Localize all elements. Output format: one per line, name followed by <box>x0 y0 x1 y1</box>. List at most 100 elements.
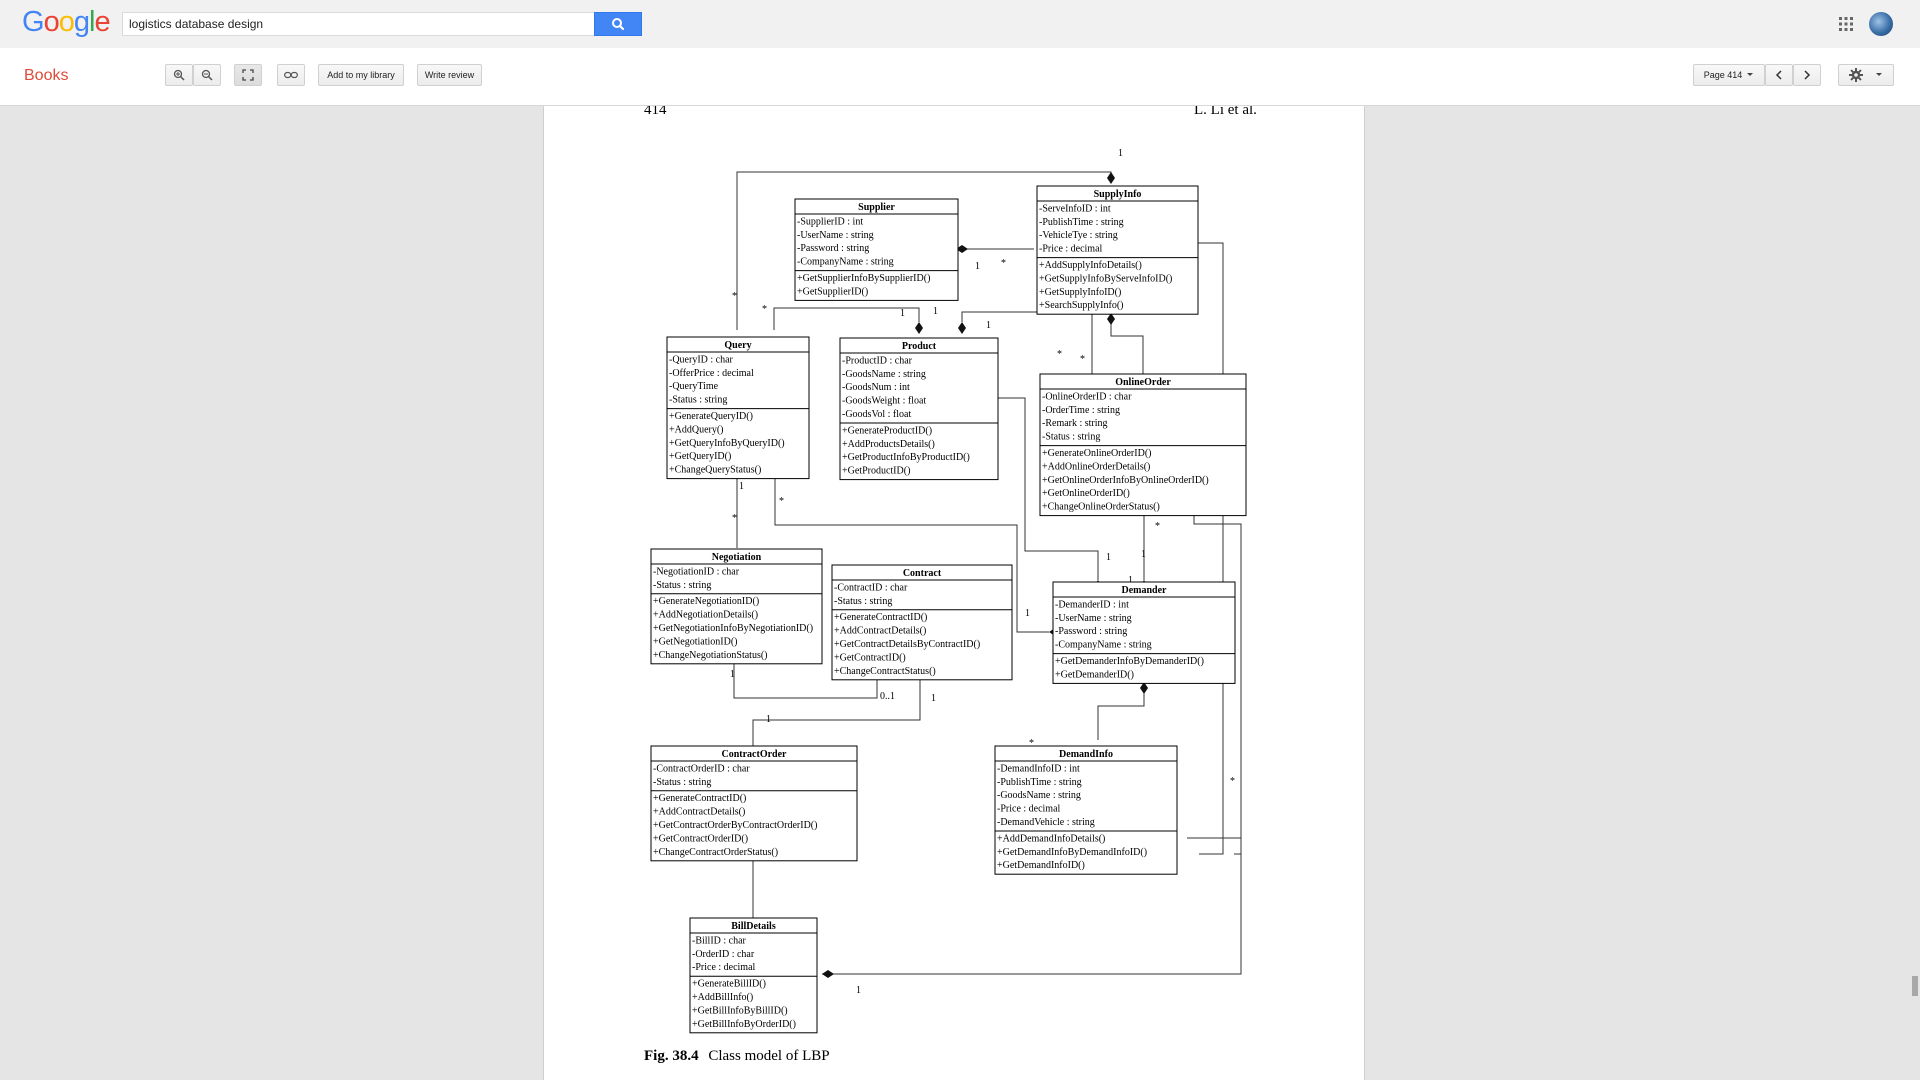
class-box-frame <box>1052 581 1236 684</box>
class-box-contract: Contract-ContractID : char-Status : stri… <box>831 564 1013 681</box>
class-box-onlineorder: OnlineOrder-OnlineOrderID : char-OrderTi… <box>1039 373 1247 517</box>
class-attribute: -Status : string <box>653 580 711 591</box>
zoom-in-icon <box>173 69 185 81</box>
chevron-right-icon <box>1804 70 1811 80</box>
class-attribute: -ServeInfoID : int <box>1039 203 1111 214</box>
fullscreen-icon <box>242 69 254 81</box>
add-to-library-button[interactable]: Add to my library <box>318 64 404 86</box>
multiplicity-label: 1 <box>933 306 938 317</box>
class-attribute: -NegotiationID : char <box>653 566 740 577</box>
caret-down-icon <box>1747 73 1754 76</box>
class-method: +GetNegotiationID() <box>653 636 738 647</box>
write-review-button[interactable]: Write review <box>417 64 482 86</box>
apps-grid-icon[interactable] <box>1839 17 1853 31</box>
class-attribute: -QueryID : char <box>669 354 734 365</box>
class-method: +GetDemanderInfoByDemanderID() <box>1055 656 1204 667</box>
class-method: +GetNegotiationInfoByNegotiationID() <box>653 623 813 634</box>
class-method: +GetSupplierID() <box>797 286 868 297</box>
class-method: +GetContractDetailsByContractID() <box>834 639 980 650</box>
books-label[interactable]: Books <box>24 67 69 84</box>
class-method: +ChangeContractStatus() <box>834 666 936 677</box>
class-method: +GenerateBillID() <box>692 979 766 990</box>
multiplicity-label: * <box>1057 349 1062 360</box>
class-method: +ChangeOnlineOrderStatus() <box>1042 502 1160 513</box>
running-header-author: L. Li et al. <box>1194 106 1257 118</box>
class-box-product: Product-ProductID : char-GoodsName : str… <box>839 337 999 481</box>
class-method: +AddProductsDetails() <box>842 439 935 450</box>
class-box-frame <box>794 198 959 301</box>
class-attribute: -OfferPrice : decimal <box>669 368 754 379</box>
class-box-supplyinfo: SupplyInfo-ServeInfoID : int-PublishTime… <box>1036 185 1199 315</box>
class-attribute: -UserName : string <box>1055 613 1132 624</box>
multiplicity-label: * <box>1230 776 1235 787</box>
figure-caption-text: Class model of LBP <box>708 1048 830 1064</box>
class-box-billdetails: BillDetails-BillID : char-OrderID : char… <box>689 917 818 1034</box>
google-logo[interactable]: Google <box>22 6 111 39</box>
avatar[interactable] <box>1869 12 1893 36</box>
chevron-left-icon <box>1775 70 1782 80</box>
class-attribute: -UserName : string <box>797 230 874 241</box>
zoom-out-icon <box>201 69 213 81</box>
class-method: +GetSupplierInfoBySupplierID() <box>797 273 930 284</box>
class-method: +GenerateQueryID() <box>669 411 753 422</box>
class-attribute: -OrderTime : string <box>1042 405 1120 416</box>
class-attribute: -Status : string <box>669 395 727 406</box>
class-box-frame <box>650 548 823 665</box>
multiplicity-label: 1 <box>900 308 905 319</box>
class-attribute: -PublishTime : string <box>1039 217 1124 228</box>
class-method: +GenerateContractID() <box>653 793 746 804</box>
class-method: +AddOnlineOrderDetails() <box>1042 461 1150 472</box>
class-attribute: -PublishTime : string <box>997 777 1082 788</box>
class-box-frame <box>666 336 810 480</box>
logo-letter: o <box>58 6 75 38</box>
multiplicity-label: * <box>762 304 767 315</box>
class-attribute: -Status : string <box>834 596 892 607</box>
class-attribute: -Remark : string <box>1042 418 1108 429</box>
class-attribute: -Price : decimal <box>997 804 1061 815</box>
caret-down-icon <box>1876 73 1882 76</box>
class-method: +GenerateOnlineOrderID() <box>1042 448 1151 459</box>
class-attribute: -QueryTime <box>669 381 719 392</box>
class-box-frame <box>831 564 1013 681</box>
class-attribute: -BillID : char <box>692 935 747 946</box>
zoom-out-button[interactable] <box>193 64 221 86</box>
class-attribute: -GoodsNum : int <box>842 382 910 393</box>
next-page-button[interactable] <box>1793 64 1821 86</box>
link-button[interactable] <box>277 64 305 86</box>
multiplicity-label: 1 <box>730 669 735 680</box>
previous-page-button[interactable] <box>1765 64 1793 86</box>
multiplicity-label: * <box>1001 258 1006 269</box>
class-title: Contract <box>903 568 942 579</box>
class-attribute: -DemandVehicle : string <box>997 817 1095 828</box>
class-attribute: -GoodsName : string <box>842 369 926 380</box>
class-method: +GenerateContractID() <box>834 612 927 623</box>
class-method: +GetContractOrderByContractOrderID() <box>653 820 817 831</box>
class-method: +GenerateProductID() <box>842 425 932 436</box>
fullscreen-button[interactable] <box>234 64 262 86</box>
class-box-demandinfo: DemandInfo-DemandInfoID : int-PublishTim… <box>994 745 1178 875</box>
search-input[interactable] <box>129 15 589 33</box>
class-attribute: -Password : string <box>1055 626 1127 637</box>
magnifier-icon <box>612 18 625 31</box>
zoom-in-button[interactable] <box>165 64 193 86</box>
book-viewer[interactable]: 414 L. Li et al. <box>0 106 1920 1080</box>
class-attribute: -OnlineOrderID : char <box>1042 391 1132 402</box>
class-attribute: -GoodsName : string <box>997 790 1081 801</box>
class-method: +GetDemanderID() <box>1055 669 1134 680</box>
multiplicity-label: * <box>732 291 737 302</box>
scrollbar-thumb[interactable] <box>1912 976 1918 996</box>
class-attribute: -GoodsVol : float <box>842 409 911 420</box>
class-method: +ChangeQueryStatus() <box>669 465 761 476</box>
class-title: Product <box>902 341 937 352</box>
figure-caption-label: Fig. 38.4 <box>644 1048 699 1064</box>
class-attribute: -SupplierID : int <box>797 216 863 227</box>
associations <box>733 171 1242 975</box>
class-box-supplier: Supplier-SupplierID : int-UserName : str… <box>794 198 959 301</box>
class-attribute: -DemanderID : int <box>1055 599 1129 610</box>
class-method: +ChangeNegotiationStatus() <box>653 650 768 661</box>
multiplicity-label: * <box>732 513 737 524</box>
multiplicity-label: 1 <box>1106 552 1111 563</box>
search-button[interactable] <box>594 12 642 36</box>
page-select[interactable]: Page 414 <box>1693 64 1765 86</box>
settings-button[interactable] <box>1838 64 1894 86</box>
